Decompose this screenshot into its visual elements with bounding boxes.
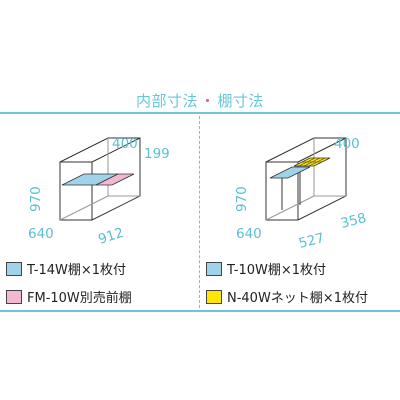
title-separator: ・ (199, 92, 216, 110)
right-dim-top-a: 400 (334, 136, 360, 152)
left-dim-top-b: 199 (144, 146, 170, 162)
legend-label: T-14W棚×1枚付 (27, 263, 126, 278)
legend-item-left-1: T-14W棚×1枚付 (6, 259, 126, 278)
title-inner-dimensions: 内部寸法 (135, 92, 198, 110)
left-dim-height: 970 (28, 186, 44, 212)
legend-label: T-10W棚×1枚付 (227, 263, 326, 278)
title-shelf-dimensions: 棚寸法 (217, 92, 265, 110)
left-dim-top-a: 400 (112, 136, 138, 152)
right-dim-depth: 640 (236, 226, 262, 242)
legend-item-right-2: N-40Wネット棚×1枚付 (206, 287, 368, 306)
right-shelf-main (269, 166, 311, 179)
left-shelf-extra (95, 173, 135, 186)
right-dim-width-b: 358 (339, 210, 368, 232)
legend-swatch-blue (6, 261, 22, 276)
left-dim-width: 912 (96, 225, 125, 248)
legend-swatch-yellow (206, 289, 222, 304)
right-dim-width-a: 527 (297, 230, 326, 252)
right-shelf-net (293, 157, 331, 167)
legend-swatch-pink (6, 289, 22, 304)
left-box-outline (59, 137, 141, 221)
diagram-frame (0, 112, 400, 312)
section-title: 内部寸法・棚寸法 (0, 90, 400, 111)
legend-item-left-2: FM-10W別売前棚 (6, 287, 132, 306)
panel-divider (199, 116, 200, 308)
left-dim-depth: 640 (28, 226, 54, 242)
legend-swatch-blue (206, 261, 222, 276)
right-dim-height: 970 (234, 186, 250, 212)
legend-label: FM-10W別売前棚 (27, 291, 132, 306)
legend-label: N-40Wネット棚×1枚付 (227, 291, 368, 306)
legend-item-right-1: T-10W棚×1枚付 (206, 259, 326, 278)
